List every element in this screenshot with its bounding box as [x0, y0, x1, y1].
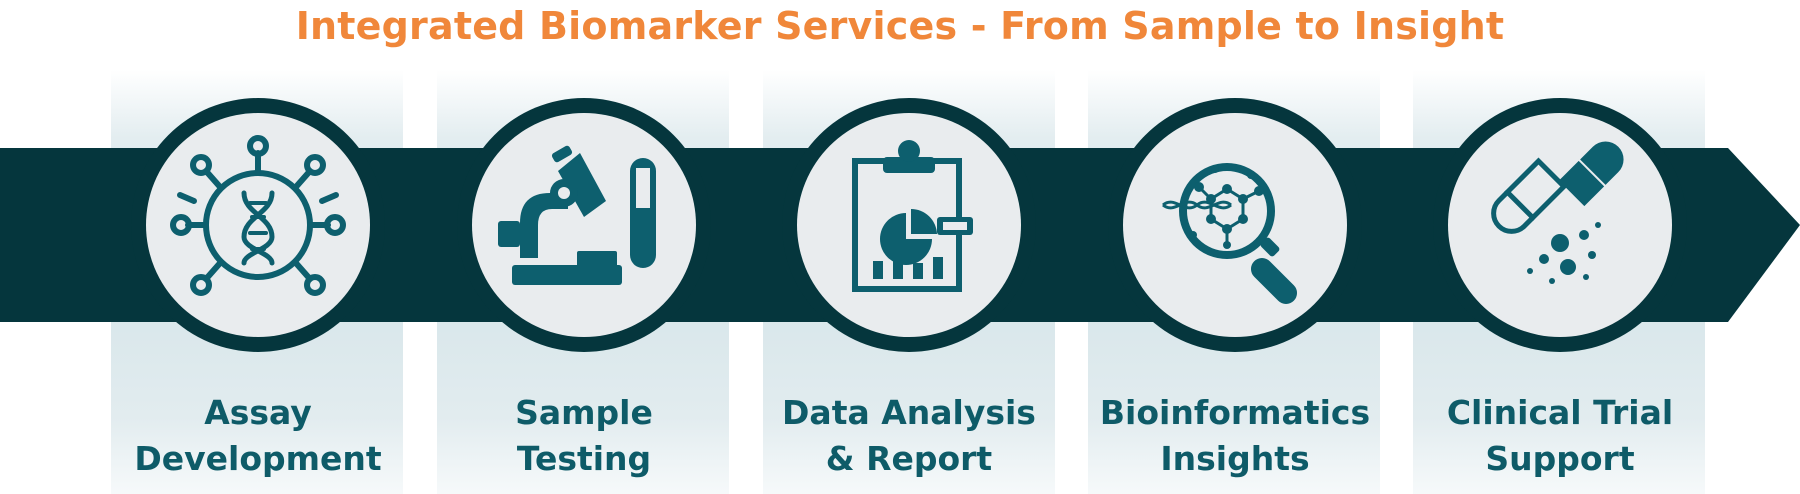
step-label-line: Clinical Trial [1446, 393, 1674, 432]
step-label-clinical: Clinical Trial Support [1410, 390, 1710, 482]
step-label-assay: Assay Development [108, 390, 408, 482]
microscope-test-tube-icon [498, 145, 656, 285]
step-label-line: Support [1485, 439, 1635, 478]
step-disc-sample [457, 98, 711, 352]
step-label-line: Bioinformatics [1099, 393, 1371, 432]
step-disc-bioinformatics [1108, 98, 1362, 352]
step-label-line: Testing [516, 439, 652, 478]
step-disc-clinical [1433, 98, 1687, 352]
magnifier-molecule-icon [1162, 163, 1298, 305]
step-label-bioinformatics: Bioinformatics Insights [1085, 390, 1385, 482]
capsule-pills-icon [1491, 141, 1624, 284]
step-disc-data [782, 98, 1036, 352]
step-disc-assay [131, 98, 385, 352]
step-label-sample: Sample Testing [434, 390, 734, 482]
step-label-line: Insights [1160, 439, 1310, 478]
step-label-line: Data Analysis [782, 393, 1036, 432]
step-label-data: Data Analysis & Report [759, 390, 1059, 482]
step-label-line: & Report [825, 439, 993, 478]
virus-dna-icon [170, 135, 346, 296]
step-label-line: Development [134, 439, 382, 478]
clipboard-chart-icon [852, 140, 973, 292]
page-title: Integrated Biomarker Services - From Sam… [295, 4, 1505, 48]
step-label-line: Assay [204, 393, 312, 432]
step-label-line: Sample [515, 393, 653, 432]
